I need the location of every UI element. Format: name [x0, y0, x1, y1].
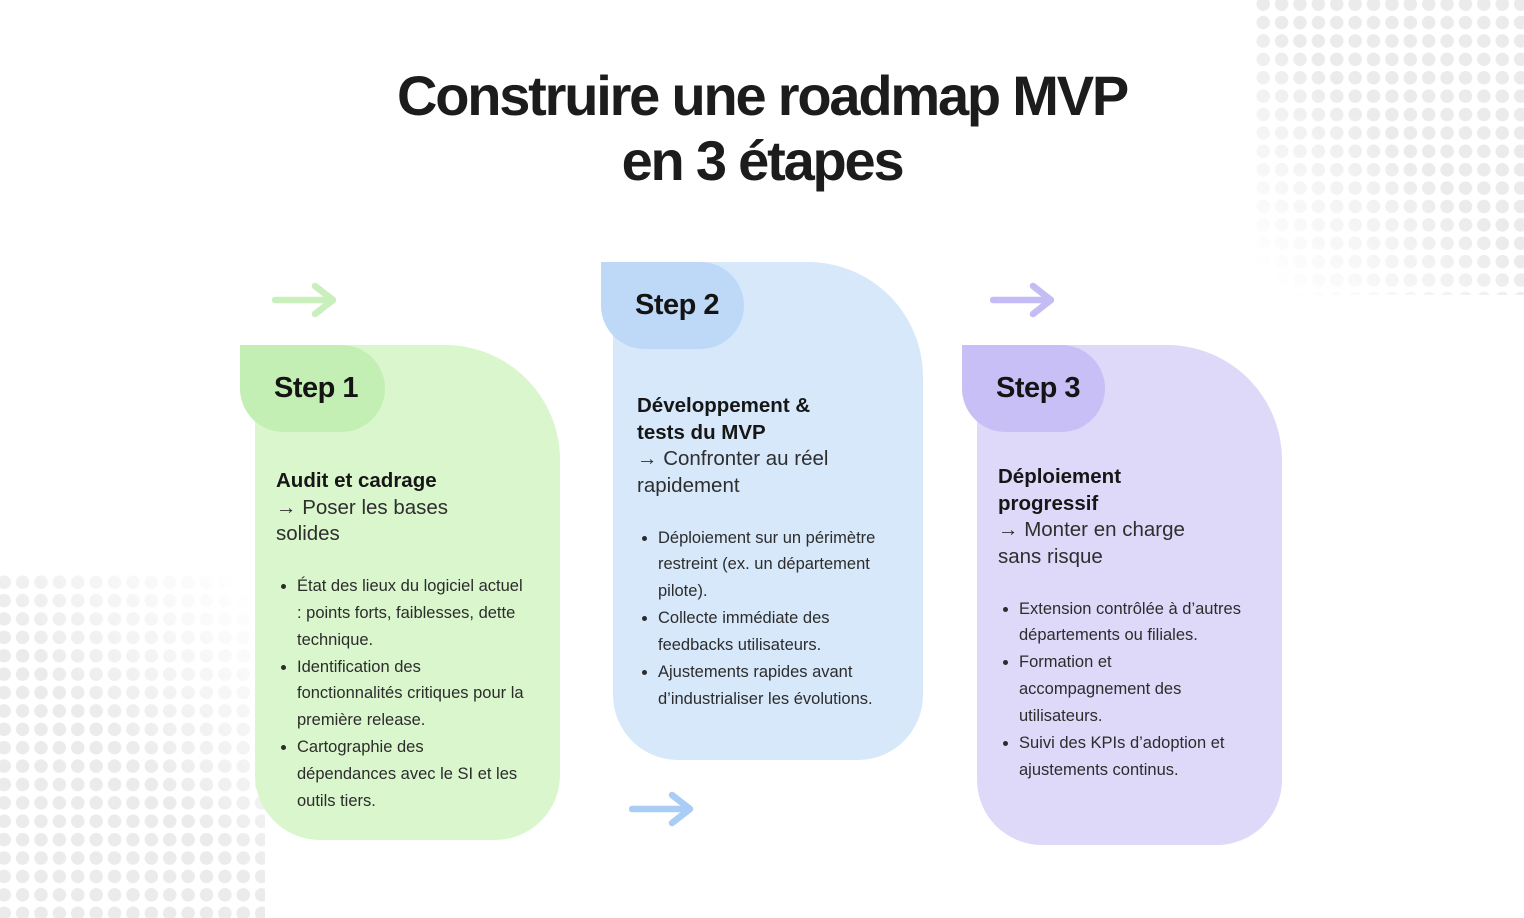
step-2-subtitle: → Confronter au réel rapidement: [637, 447, 829, 497]
bullet-item: Ajustements rapides avant d’industrialis…: [658, 659, 885, 713]
step-3-bullet-list: Extension contrôlée à d’autres départeme…: [998, 596, 1246, 784]
page-title-line-1: Construire une roadmap MVP: [396, 64, 1129, 127]
step-3-heading: Déploiement progressif: [998, 465, 1122, 515]
step-3-card: Step 3 Déploiement progressif → Monter e…: [962, 345, 1282, 845]
step-1-card: Step 1 Audit et cadrage → Poser les base…: [240, 345, 560, 840]
flow-arrow-icon-step1: [272, 280, 344, 320]
step-1-content: Audit et cadrage → Poser les bases solid…: [276, 468, 534, 815]
bullet-item: Suivi des KPIs d’adoption et ajustements…: [1019, 730, 1246, 784]
bullet-item: Identification des fonctionnalités criti…: [297, 654, 524, 735]
step-3-tab: Step 3: [962, 345, 1105, 432]
bullet-item: Collecte immédiate des feedbacks utilisa…: [658, 605, 885, 659]
step-3-subtitle: → Monter en charge sans risque: [998, 518, 1185, 568]
step-1-label: Step 1: [274, 372, 359, 404]
dot-pattern-top-right: [1254, 0, 1524, 295]
step-1-bullet-list: État des lieux du logiciel actuel : poin…: [276, 573, 524, 815]
page-title: Construire une roadmap MVP en 3 étapes: [0, 64, 1524, 194]
bullet-item: État des lieux du logiciel actuel : poin…: [297, 573, 524, 654]
step-2-label: Step 2: [635, 289, 720, 321]
dot-pattern-bottom-left: [0, 573, 265, 918]
bullet-item: Déploiement sur un périmètre restreint (…: [658, 525, 885, 606]
step-2-card: Step 2 Développement & tests du MVP → Co…: [601, 262, 923, 760]
page-title-line-2: en 3 étapes: [621, 128, 905, 192]
step-1-tab: Step 1: [240, 345, 385, 432]
step-2-heading: Développement & tests du MVP: [637, 394, 811, 444]
step-1-subtitle: → Poser les bases solides: [276, 495, 449, 546]
step-2-tab: Step 2: [601, 262, 744, 349]
step-2-content: Développement & tests du MVP → Confronte…: [637, 393, 895, 713]
step-2-bullet-list: Déploiement sur un périmètre restreint (…: [637, 525, 885, 713]
step-1-heading: Audit et cadrage: [276, 469, 437, 492]
step-3-content: Déploiement progressif → Monter en charg…: [998, 464, 1256, 784]
bullet-item: Formation et accompagnement des utilisat…: [1019, 649, 1246, 730]
flow-arrow-icon-step2: [629, 789, 701, 829]
bullet-item: Extension contrôlée à d’autres départeme…: [1019, 596, 1246, 650]
step-3-label: Step 3: [996, 372, 1081, 404]
flow-arrow-icon-step3: [990, 280, 1062, 320]
bullet-item: Cartographie des dépendances avec le SI …: [297, 734, 524, 815]
